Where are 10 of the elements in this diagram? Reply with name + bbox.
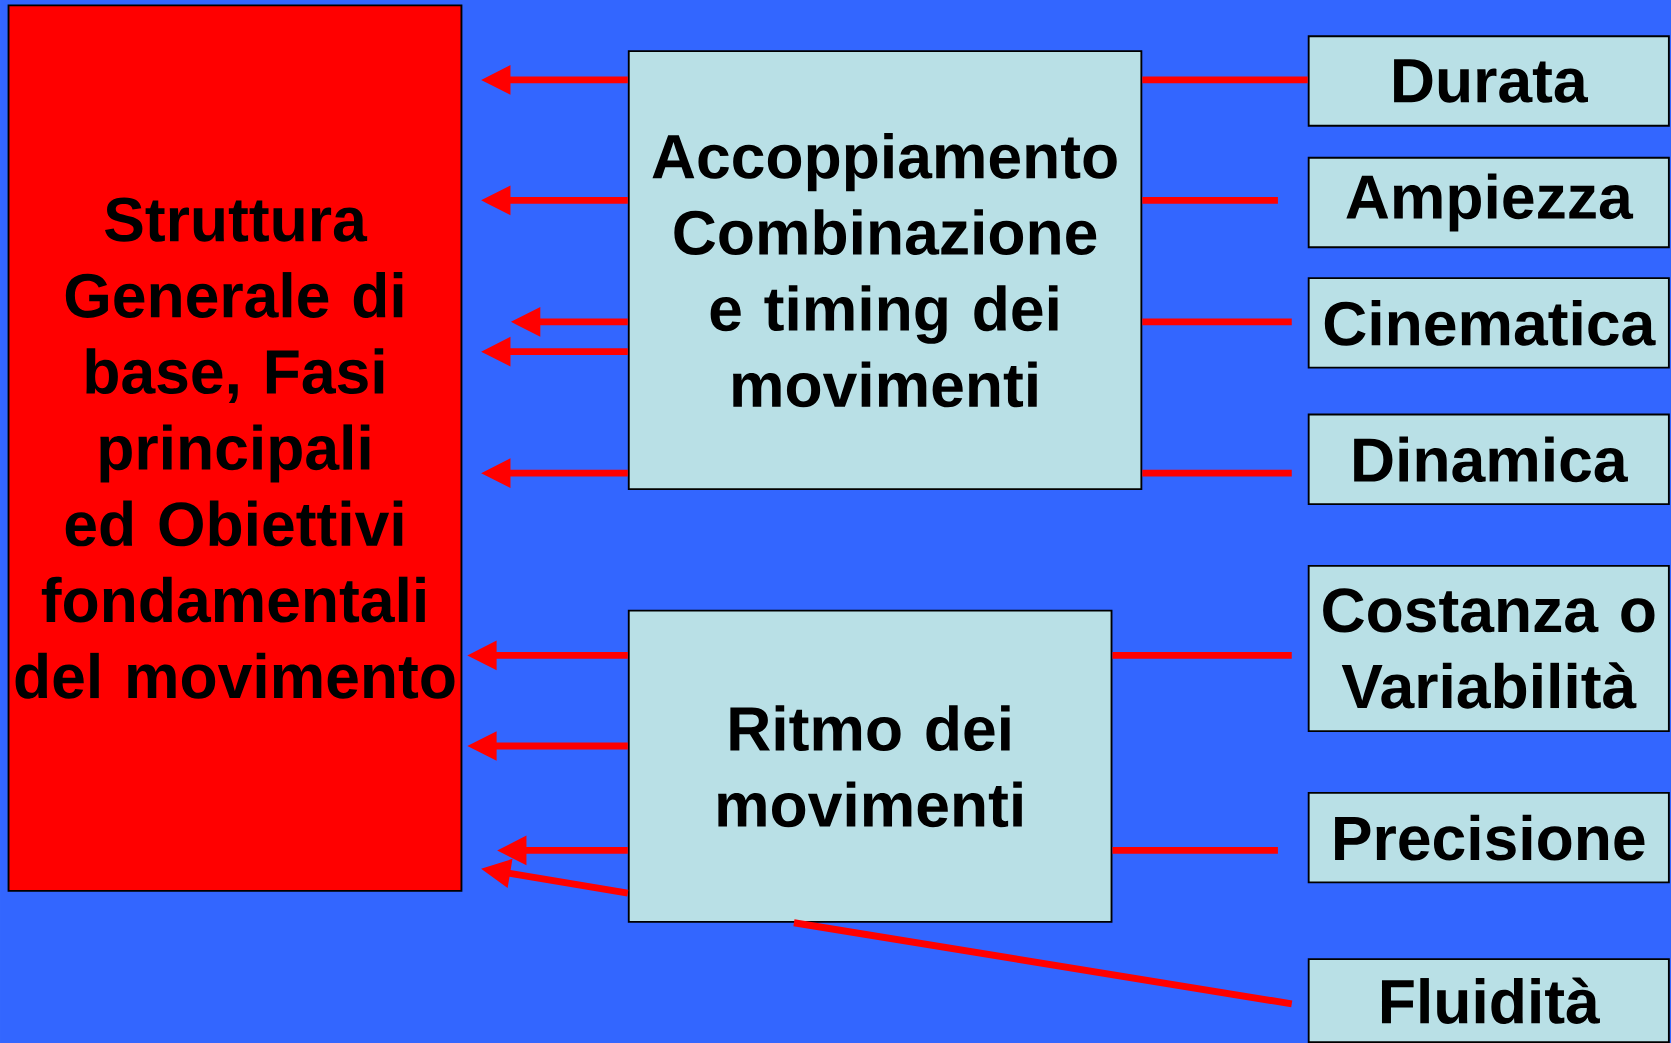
attribute-box: Precisione bbox=[1307, 791, 1670, 884]
attribute-box: Durata bbox=[1307, 35, 1670, 127]
attribute-box: Cinematica bbox=[1307, 277, 1670, 369]
attribute-box: Fluidità bbox=[1307, 958, 1670, 1043]
process-box: Ritmo dei movimenti bbox=[627, 609, 1113, 923]
attribute-box: Dinamica bbox=[1307, 413, 1670, 505]
process-box: Accoppiamento Combinazione e timing dei movimenti bbox=[627, 50, 1143, 490]
structure-box: Struttura Generale di base, Fasi principali ed Obiettivi fondamentali del movimento bbox=[7, 4, 463, 892]
attribute-box: Ampiezza bbox=[1307, 156, 1670, 249]
attribute-box: Costanza o Variabilità bbox=[1307, 564, 1670, 732]
